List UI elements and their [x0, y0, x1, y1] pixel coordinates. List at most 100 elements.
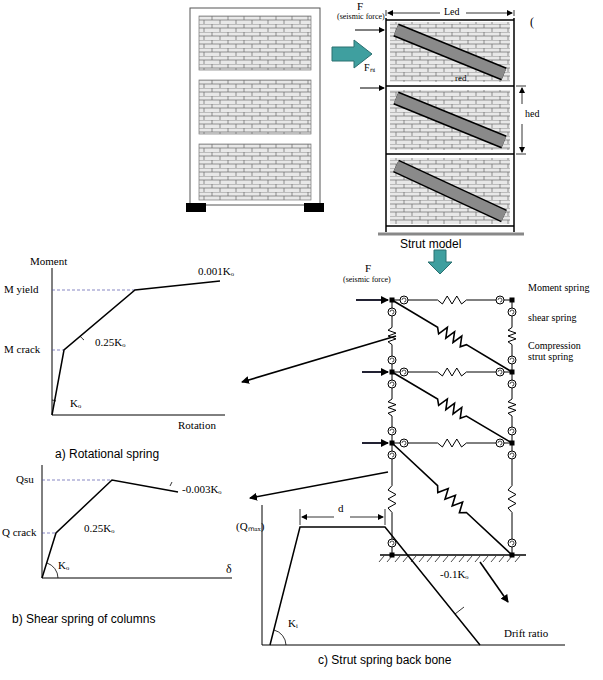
moment-spring — [390, 541, 394, 545]
ground-hatch — [403, 556, 408, 562]
slope-label: 0.25Kₒ — [84, 522, 114, 534]
moment-spring — [508, 356, 516, 364]
force-note: (seismic force) — [337, 13, 385, 22]
strut-backbone-graph — [262, 505, 565, 645]
moment-spring — [402, 441, 406, 445]
moment-spring — [390, 453, 394, 457]
moment-spring — [496, 368, 504, 376]
slope-label: -0.003Kₒ — [182, 483, 222, 495]
transform-arrow — [428, 250, 452, 274]
spring-symbol — [392, 443, 512, 555]
ground-hatch — [499, 556, 504, 562]
node-point — [510, 370, 515, 375]
moment-spring — [510, 429, 514, 433]
moment-spring — [498, 441, 502, 445]
slope-label: Kₒ — [58, 559, 69, 571]
spring-symbol — [508, 372, 516, 443]
force-arrow — [356, 300, 388, 443]
moment-spring — [510, 358, 514, 362]
moment-spring — [390, 358, 394, 362]
moment-spring — [498, 298, 502, 302]
ground-line — [380, 554, 526, 556]
ground-hatch — [451, 556, 456, 562]
moment-spring — [388, 356, 396, 364]
ground-hatch — [507, 556, 512, 562]
moment-spring — [510, 541, 514, 545]
strut-model — [355, 10, 526, 234]
force-label: F — [357, 0, 363, 12]
moment-spring — [388, 451, 396, 459]
spring-symbol — [508, 300, 516, 372]
ground-hatch — [435, 556, 440, 562]
spring-label: Moment spring — [528, 282, 589, 293]
level-label: Q crack — [2, 526, 37, 538]
level-label: M crack — [4, 343, 40, 355]
graph-caption: a) Rotational spring — [55, 448, 159, 461]
force-label: F — [365, 262, 371, 274]
ground-hatch — [395, 556, 400, 562]
moment-spring — [390, 382, 394, 386]
moment-spring — [508, 380, 516, 388]
dimension-label: d — [338, 502, 344, 514]
spring-label: shear spring — [528, 312, 577, 323]
infill-frame — [186, 8, 324, 212]
moment-spring — [508, 539, 516, 547]
spring-symbol — [388, 372, 396, 443]
moment-spring — [496, 439, 504, 447]
slope-label: 0.001Kₒ — [198, 265, 234, 277]
node-point — [510, 441, 515, 446]
dimension-label: hed — [525, 108, 539, 119]
spring-symbol — [392, 368, 512, 376]
cropped-mark: ( — [530, 16, 534, 29]
moment-spring — [508, 427, 516, 435]
ground-hatch — [379, 556, 384, 562]
ground-hatch — [459, 556, 464, 562]
leader-arrow — [242, 336, 508, 602]
ground-hatch — [443, 556, 448, 562]
moment-spring — [508, 451, 516, 459]
ground-hatch — [419, 556, 424, 562]
force-label: Fₙᵢ — [364, 62, 375, 73]
slope-label: 0.25Kₒ — [95, 336, 125, 348]
ground-hatch — [387, 556, 392, 562]
slope-label: Kₒ — [70, 397, 81, 409]
moment-spring — [498, 370, 502, 374]
moment-spring — [400, 439, 408, 447]
moment-spring — [390, 429, 394, 433]
model-caption: Strut model — [400, 238, 461, 251]
force-note: (seismic force) — [343, 276, 391, 285]
moment-spring — [388, 427, 396, 435]
moment-spring — [388, 380, 396, 388]
moment-spring — [402, 370, 406, 374]
spring-symbol — [392, 439, 512, 447]
moment-spring — [496, 296, 504, 304]
level-label: M yield — [4, 283, 39, 295]
spring-symbol — [392, 300, 512, 372]
moment-spring — [390, 310, 394, 314]
ground-hatch — [467, 556, 472, 562]
spring-model — [379, 296, 526, 562]
level-label: Qsu — [16, 473, 34, 485]
dimension-label: Led — [444, 6, 460, 17]
ground-hatch — [515, 556, 520, 562]
ground-hatch — [491, 556, 496, 562]
slope-label: Kᵢ — [288, 617, 298, 629]
spring-symbol — [392, 372, 512, 443]
axis-title: Rotation — [178, 419, 216, 431]
node-point — [390, 298, 395, 303]
node-point — [390, 441, 395, 446]
moment-spring — [400, 368, 408, 376]
graph-caption: b) Shear spring of columns — [12, 613, 155, 626]
ground-hatch — [483, 556, 488, 562]
level-label: (Qₘₐₓ) — [236, 520, 264, 532]
axis-title: δ — [226, 563, 232, 576]
axis-title: Drift ratio — [504, 627, 548, 639]
slope-label: -0.1Kₒ — [440, 568, 469, 580]
shear-spring-graph — [42, 465, 232, 578]
spring-symbol — [392, 296, 512, 304]
moment-spring — [388, 308, 396, 316]
moment-spring — [402, 298, 406, 302]
moment-spring — [400, 296, 408, 304]
node-point — [390, 370, 395, 375]
moment-rotation-graph — [52, 268, 225, 415]
